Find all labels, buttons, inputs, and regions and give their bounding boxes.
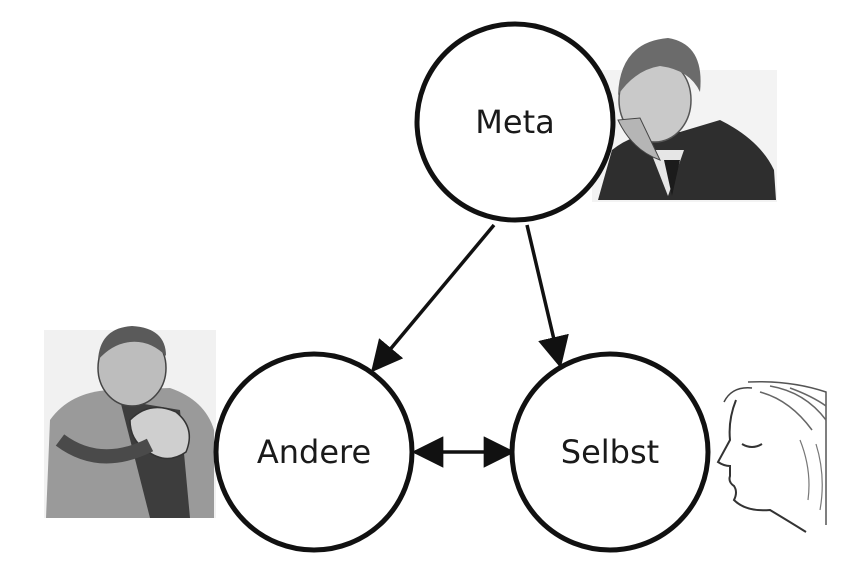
edge-meta-to-andere: [370, 223, 496, 373]
node-andere: Andere: [213, 351, 415, 553]
node-andere-label: Andere: [257, 433, 371, 471]
node-meta-label: Meta: [475, 103, 554, 141]
thinking-man-portrait-icon: [592, 38, 777, 202]
node-meta: Meta: [414, 21, 616, 223]
node-selbst: Selbst: [509, 351, 711, 553]
woman-profile-sketch-icon: [716, 380, 827, 533]
edge-meta-to-selbst: [525, 224, 569, 369]
node-selbst-label: Selbst: [561, 433, 659, 471]
man-hands-clasped-portrait-icon: [44, 326, 216, 518]
